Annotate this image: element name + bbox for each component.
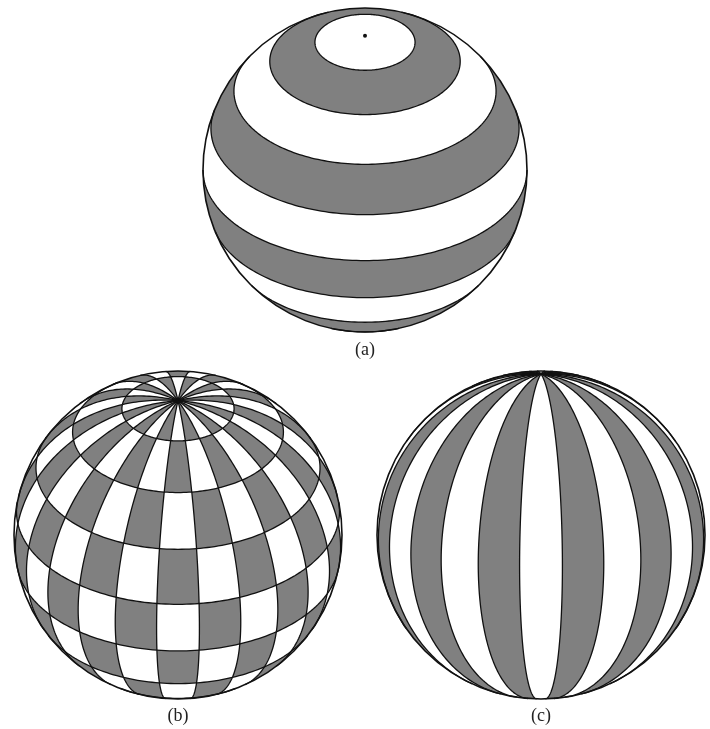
figure-label: (b) xyxy=(168,706,189,724)
figure-label: (a) xyxy=(355,340,375,358)
figure-label: (c) xyxy=(531,706,551,724)
